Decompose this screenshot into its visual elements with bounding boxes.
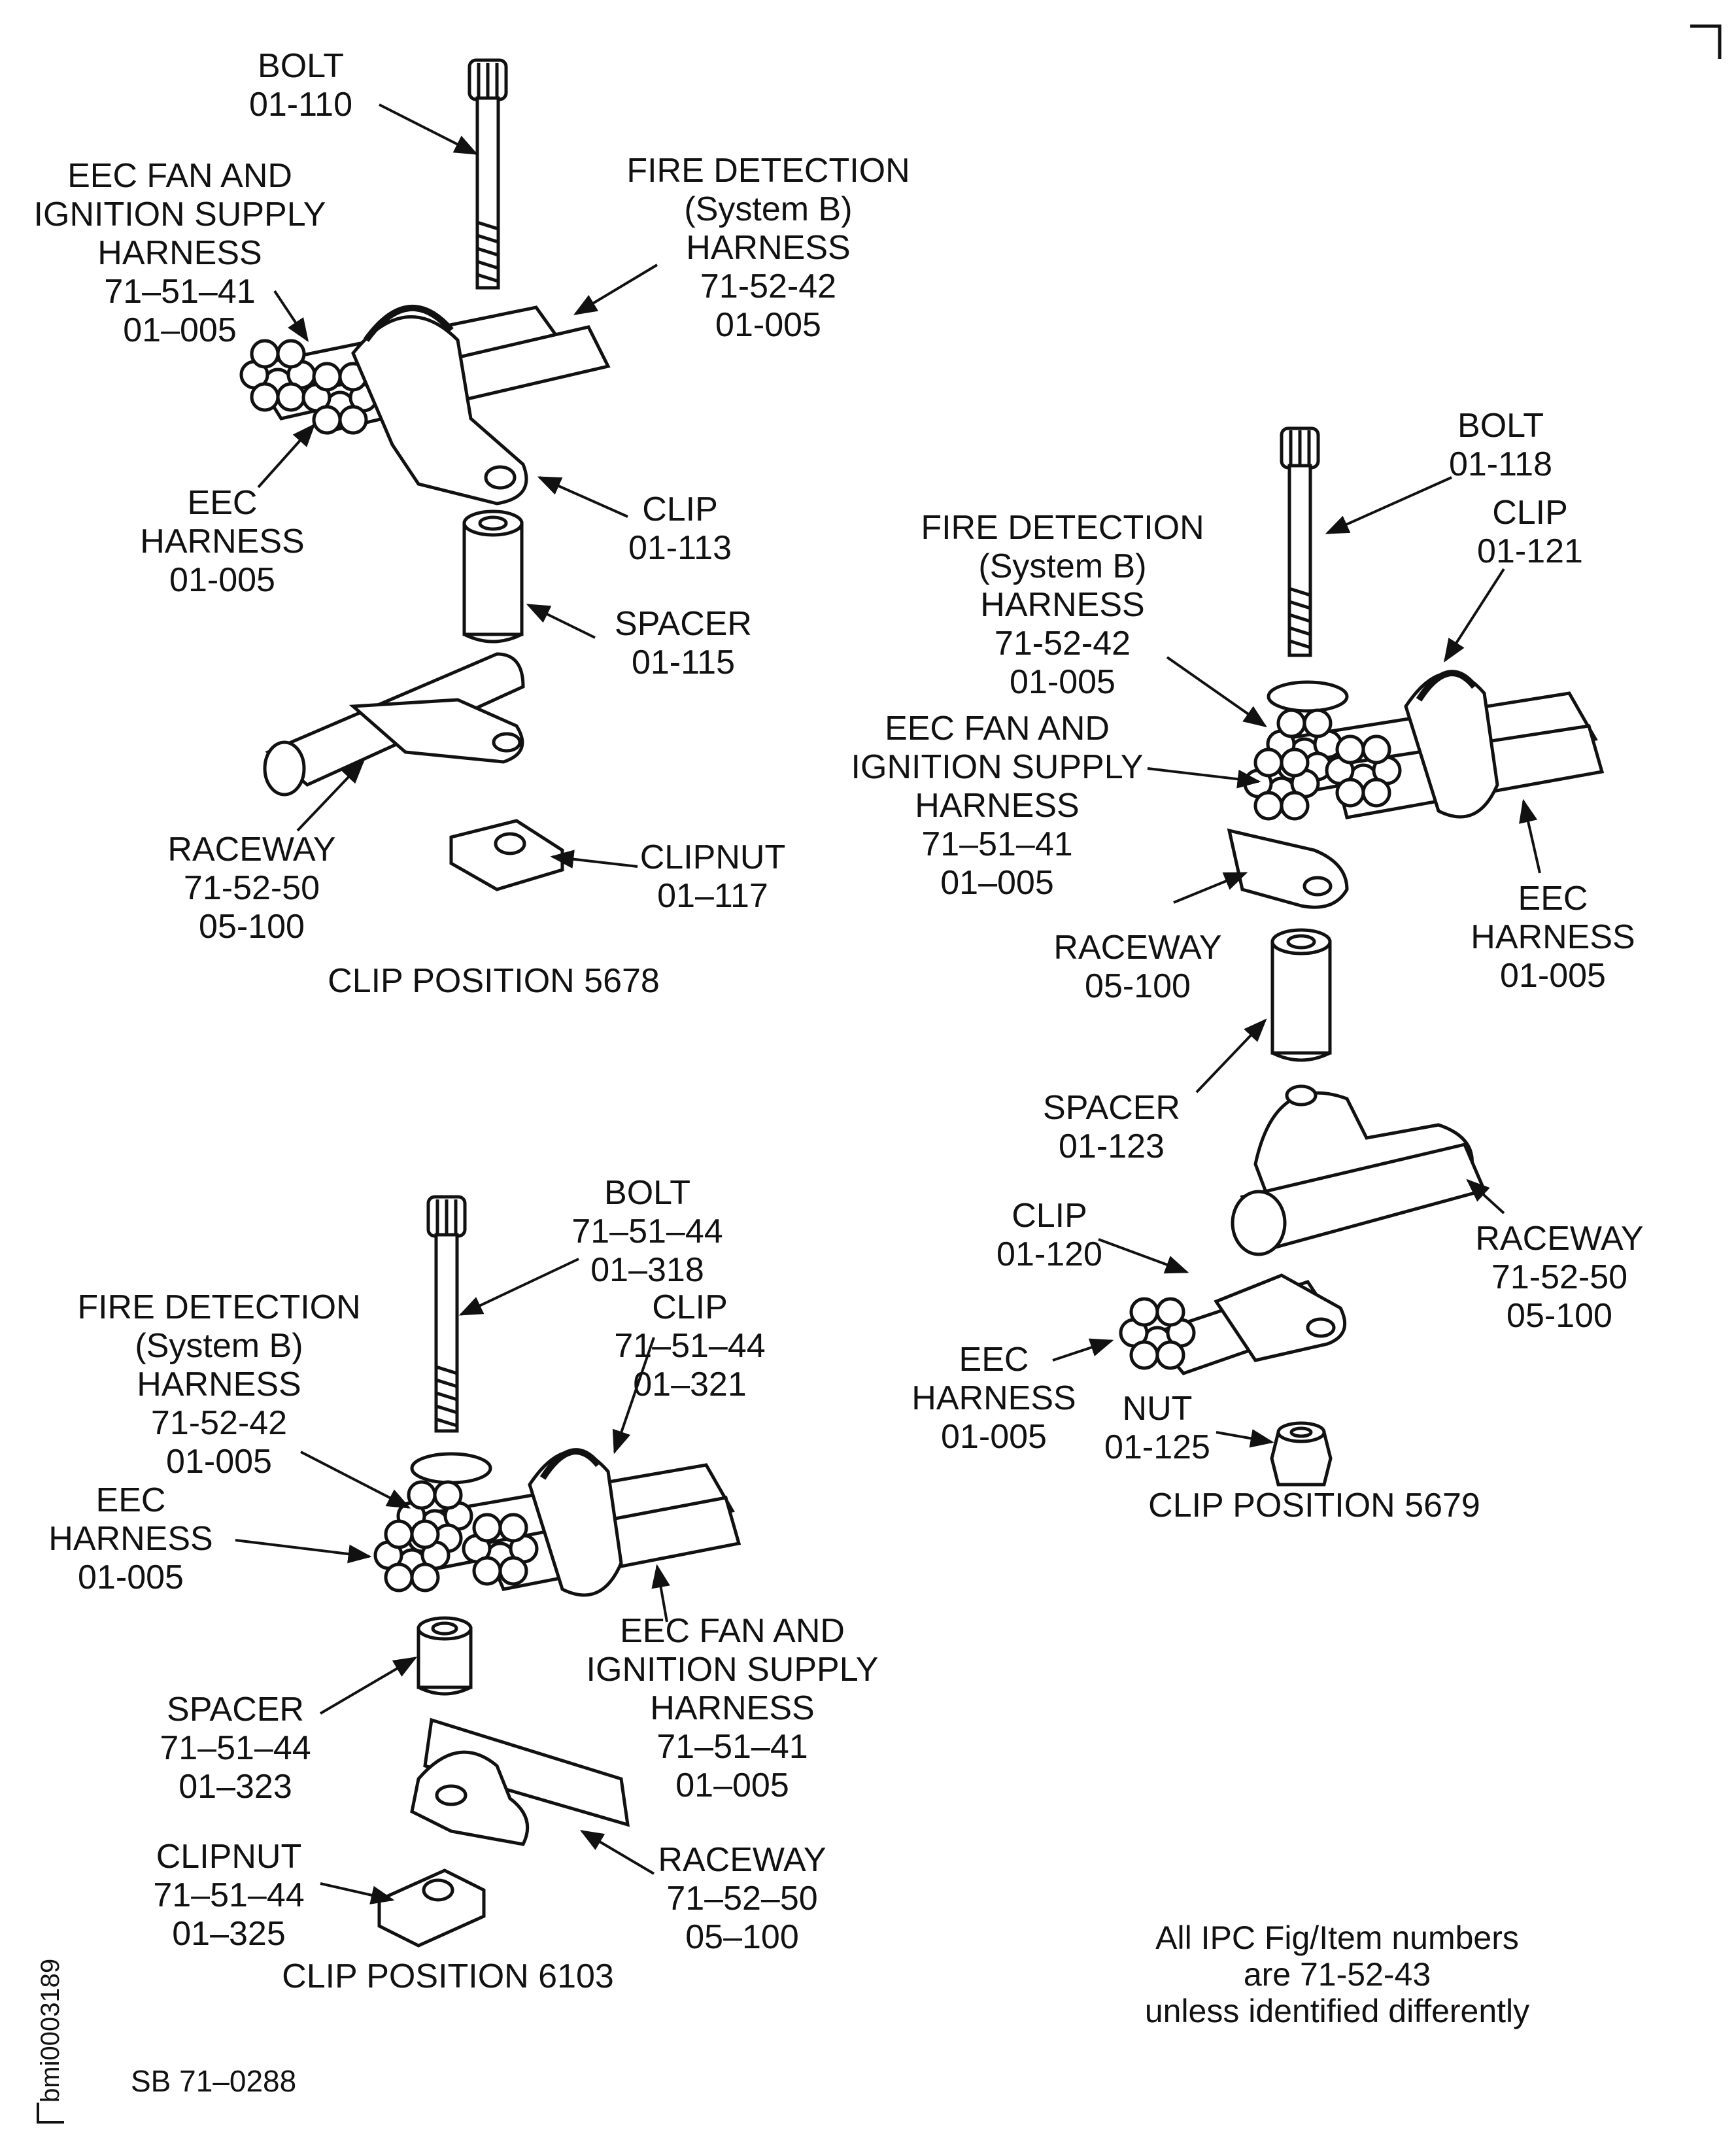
leaders-6103 [235,1258,670,1904]
raceway-6103 [410,1717,630,1846]
spacer-5679 [1270,928,1332,1062]
doc-id-bracket [37,2103,64,2124]
corner-mark [1690,24,1722,59]
clip-low-5679 [1121,1273,1347,1375]
clip-5678 [351,305,528,506]
service-bulletin-number: SB 71–0288 [131,2064,297,2098]
raceway-5678 [263,652,525,797]
leaders-5679 [1052,476,1541,1448]
ipc-note: All IPC Fig/Item numbers are 71-52-43 un… [1144,1919,1530,2029]
caption-6103: CLIP POSITION 6103 [282,1957,614,1995]
clipnut-5678 [449,819,564,891]
assembly-5679 [1121,426,1605,1487]
nut-5679 [1270,1421,1333,1487]
leaders-5678 [257,103,658,869]
spacer-6103 [417,1616,473,1696]
assembly-5678 [241,58,611,891]
raceway-tab-5679 [1227,828,1349,909]
clip-5679 [1404,670,1499,819]
clipnut-6103 [377,1868,486,1948]
bolt-5678 [468,58,508,290]
raceway-big-5679 [1231,1084,1487,1256]
bolt-5679 [1280,426,1320,657]
spacer-5678 [462,509,524,644]
caption-5678: CLIP POSITION 5678 [328,962,660,1000]
clip-6103 [528,1448,623,1597]
document-id: bmi0003189 [36,1958,65,2103]
caption-5679: CLIP POSITION 5679 [1148,1487,1480,1524]
bolt-6103 [426,1195,467,1433]
assembly-6103 [375,1195,741,1948]
